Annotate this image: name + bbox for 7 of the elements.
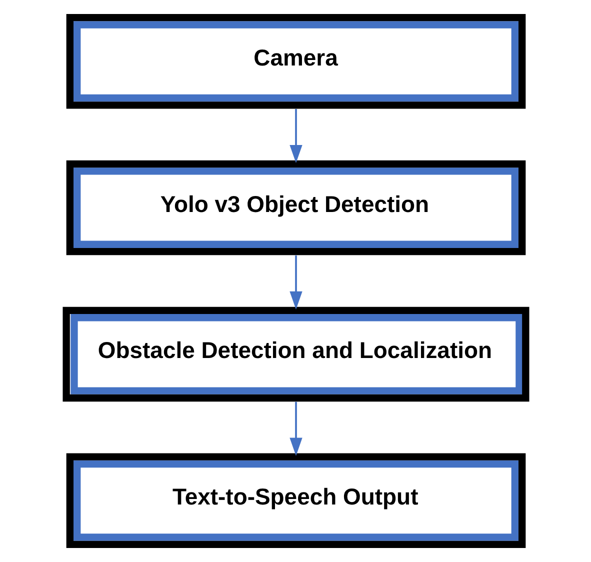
node-box: Obstacle Detection and Localization — [62, 306, 529, 402]
node-box: Yolo v3 Object Detection — [66, 160, 526, 256]
arrow — [289, 402, 302, 456]
node-box: Camera — [66, 14, 526, 109]
arrow — [289, 255, 302, 310]
node-box: Text-to-Speech Output — [66, 453, 526, 548]
arrow — [289, 109, 302, 164]
